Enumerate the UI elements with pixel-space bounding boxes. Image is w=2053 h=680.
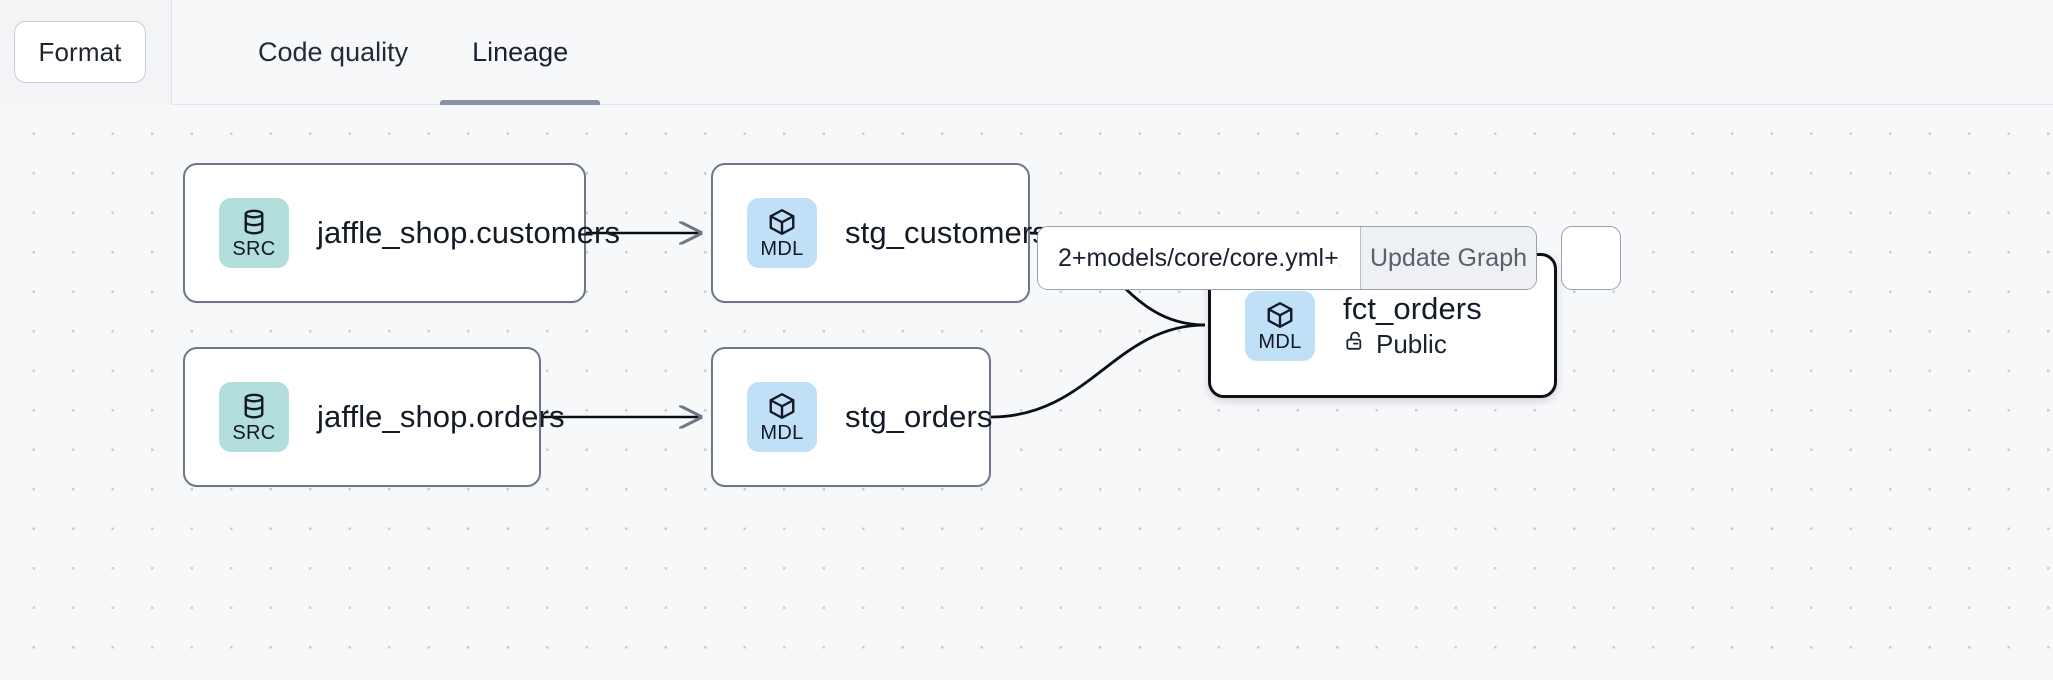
node-badge-label: MDL <box>760 238 804 260</box>
node-body: stg_orders <box>845 399 992 435</box>
database-icon <box>239 391 269 421</box>
lineage-canvas[interactable]: SRC jaffle_shop.customers MDL stg_custom… <box>0 105 2053 680</box>
graph-selector-input[interactable] <box>1038 227 1360 289</box>
lineage-node-jaffle-shop-orders[interactable]: SRC jaffle_shop.orders <box>183 347 565 487</box>
node-badge-src: SRC <box>219 198 289 268</box>
node-badge-label: MDL <box>1258 330 1302 353</box>
format-button[interactable]: Format <box>14 21 146 83</box>
toolbar: Format Code quality Lineage <box>0 0 2053 105</box>
node-title: jaffle_shop.customers <box>317 215 621 250</box>
node-badge-label: SRC <box>232 238 276 260</box>
node-title: fct_orders <box>1343 291 1482 326</box>
database-icon <box>239 207 269 237</box>
cube-icon <box>767 207 797 237</box>
node-visibility-label: Public <box>1376 329 1447 359</box>
lineage-node-stg-customers[interactable]: MDL stg_customers <box>711 163 1048 303</box>
tab-bar: Code quality Lineage <box>172 0 601 105</box>
edge-stg-orders-to-fct-orders <box>990 323 1206 419</box>
node-badge-label: SRC <box>232 422 276 444</box>
node-badge-mdl: MDL <box>747 198 817 268</box>
cube-icon <box>1265 300 1295 330</box>
update-graph-button[interactable]: Update Graph <box>1360 227 1536 289</box>
node-body: fct_orders Public <box>1343 291 1482 360</box>
lineage-node-stg-orders[interactable]: MDL stg_orders <box>711 347 992 487</box>
unlock-icon <box>1343 329 1367 360</box>
node-badge-src: SRC <box>219 382 289 452</box>
graph-selector-group: Update Graph <box>1037 226 1537 290</box>
node-title: stg_orders <box>845 399 993 434</box>
graph-control-overflow[interactable] <box>1561 226 1621 290</box>
node-badge-mdl: MDL <box>747 382 817 452</box>
node-body: stg_customers <box>845 215 1048 251</box>
node-title: jaffle_shop.orders <box>317 399 565 434</box>
node-badge-mdl: MDL <box>1245 290 1315 361</box>
node-title: stg_customers <box>845 215 1048 250</box>
lineage-node-jaffle-shop-customers[interactable]: SRC jaffle_shop.customers <box>183 163 620 303</box>
node-body: jaffle_shop.customers <box>317 215 620 251</box>
node-visibility: Public <box>1343 329 1482 360</box>
node-body: jaffle_shop.orders <box>317 399 565 435</box>
tab-lineage[interactable]: Lineage <box>440 0 601 105</box>
format-button-zone: Format <box>0 0 172 105</box>
node-badge-label: MDL <box>760 422 804 444</box>
tab-code-quality[interactable]: Code quality <box>258 36 409 67</box>
cube-icon <box>767 391 797 421</box>
